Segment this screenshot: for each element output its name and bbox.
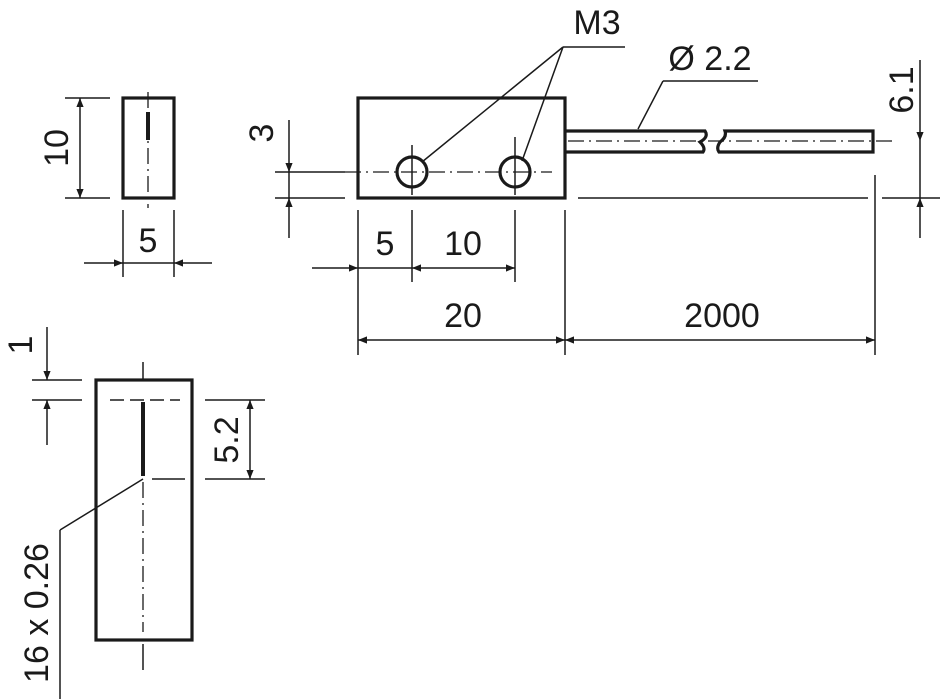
thread-label: M3: [573, 4, 620, 42]
side-view: 10 5: [38, 92, 212, 277]
main-view: M3 Ø 2.2 3 5 10 20 2000: [243, 4, 940, 355]
dim-label-hole-offset: 3: [243, 124, 281, 143]
dim-label-body-length: 20: [444, 297, 482, 335]
cable-segment-2: [716, 129, 875, 154]
bottom-body-outline: [94, 378, 194, 642]
dim-label-side-height: 10: [38, 129, 76, 167]
cable-segment-1: [565, 129, 708, 154]
dim-label-first-hole: 5: [376, 225, 395, 263]
dim-label-side-width: 5: [139, 222, 158, 260]
dim-label-hole-spacing: 10: [444, 225, 482, 263]
slot-label: 16 x 0.26: [18, 543, 56, 683]
dim-label-top-offset: 1: [2, 336, 40, 355]
bottom-view: 1 5.2 16 x 0.26: [2, 327, 265, 699]
dim-label-slot-length: 5.2: [208, 416, 246, 463]
cable-diameter-label: Ø 2.2: [668, 40, 751, 78]
dim-label-cable-height: 6.1: [883, 66, 921, 113]
dim-label-cable-length: 2000: [684, 297, 760, 335]
main-body-outline: [356, 96, 567, 200]
